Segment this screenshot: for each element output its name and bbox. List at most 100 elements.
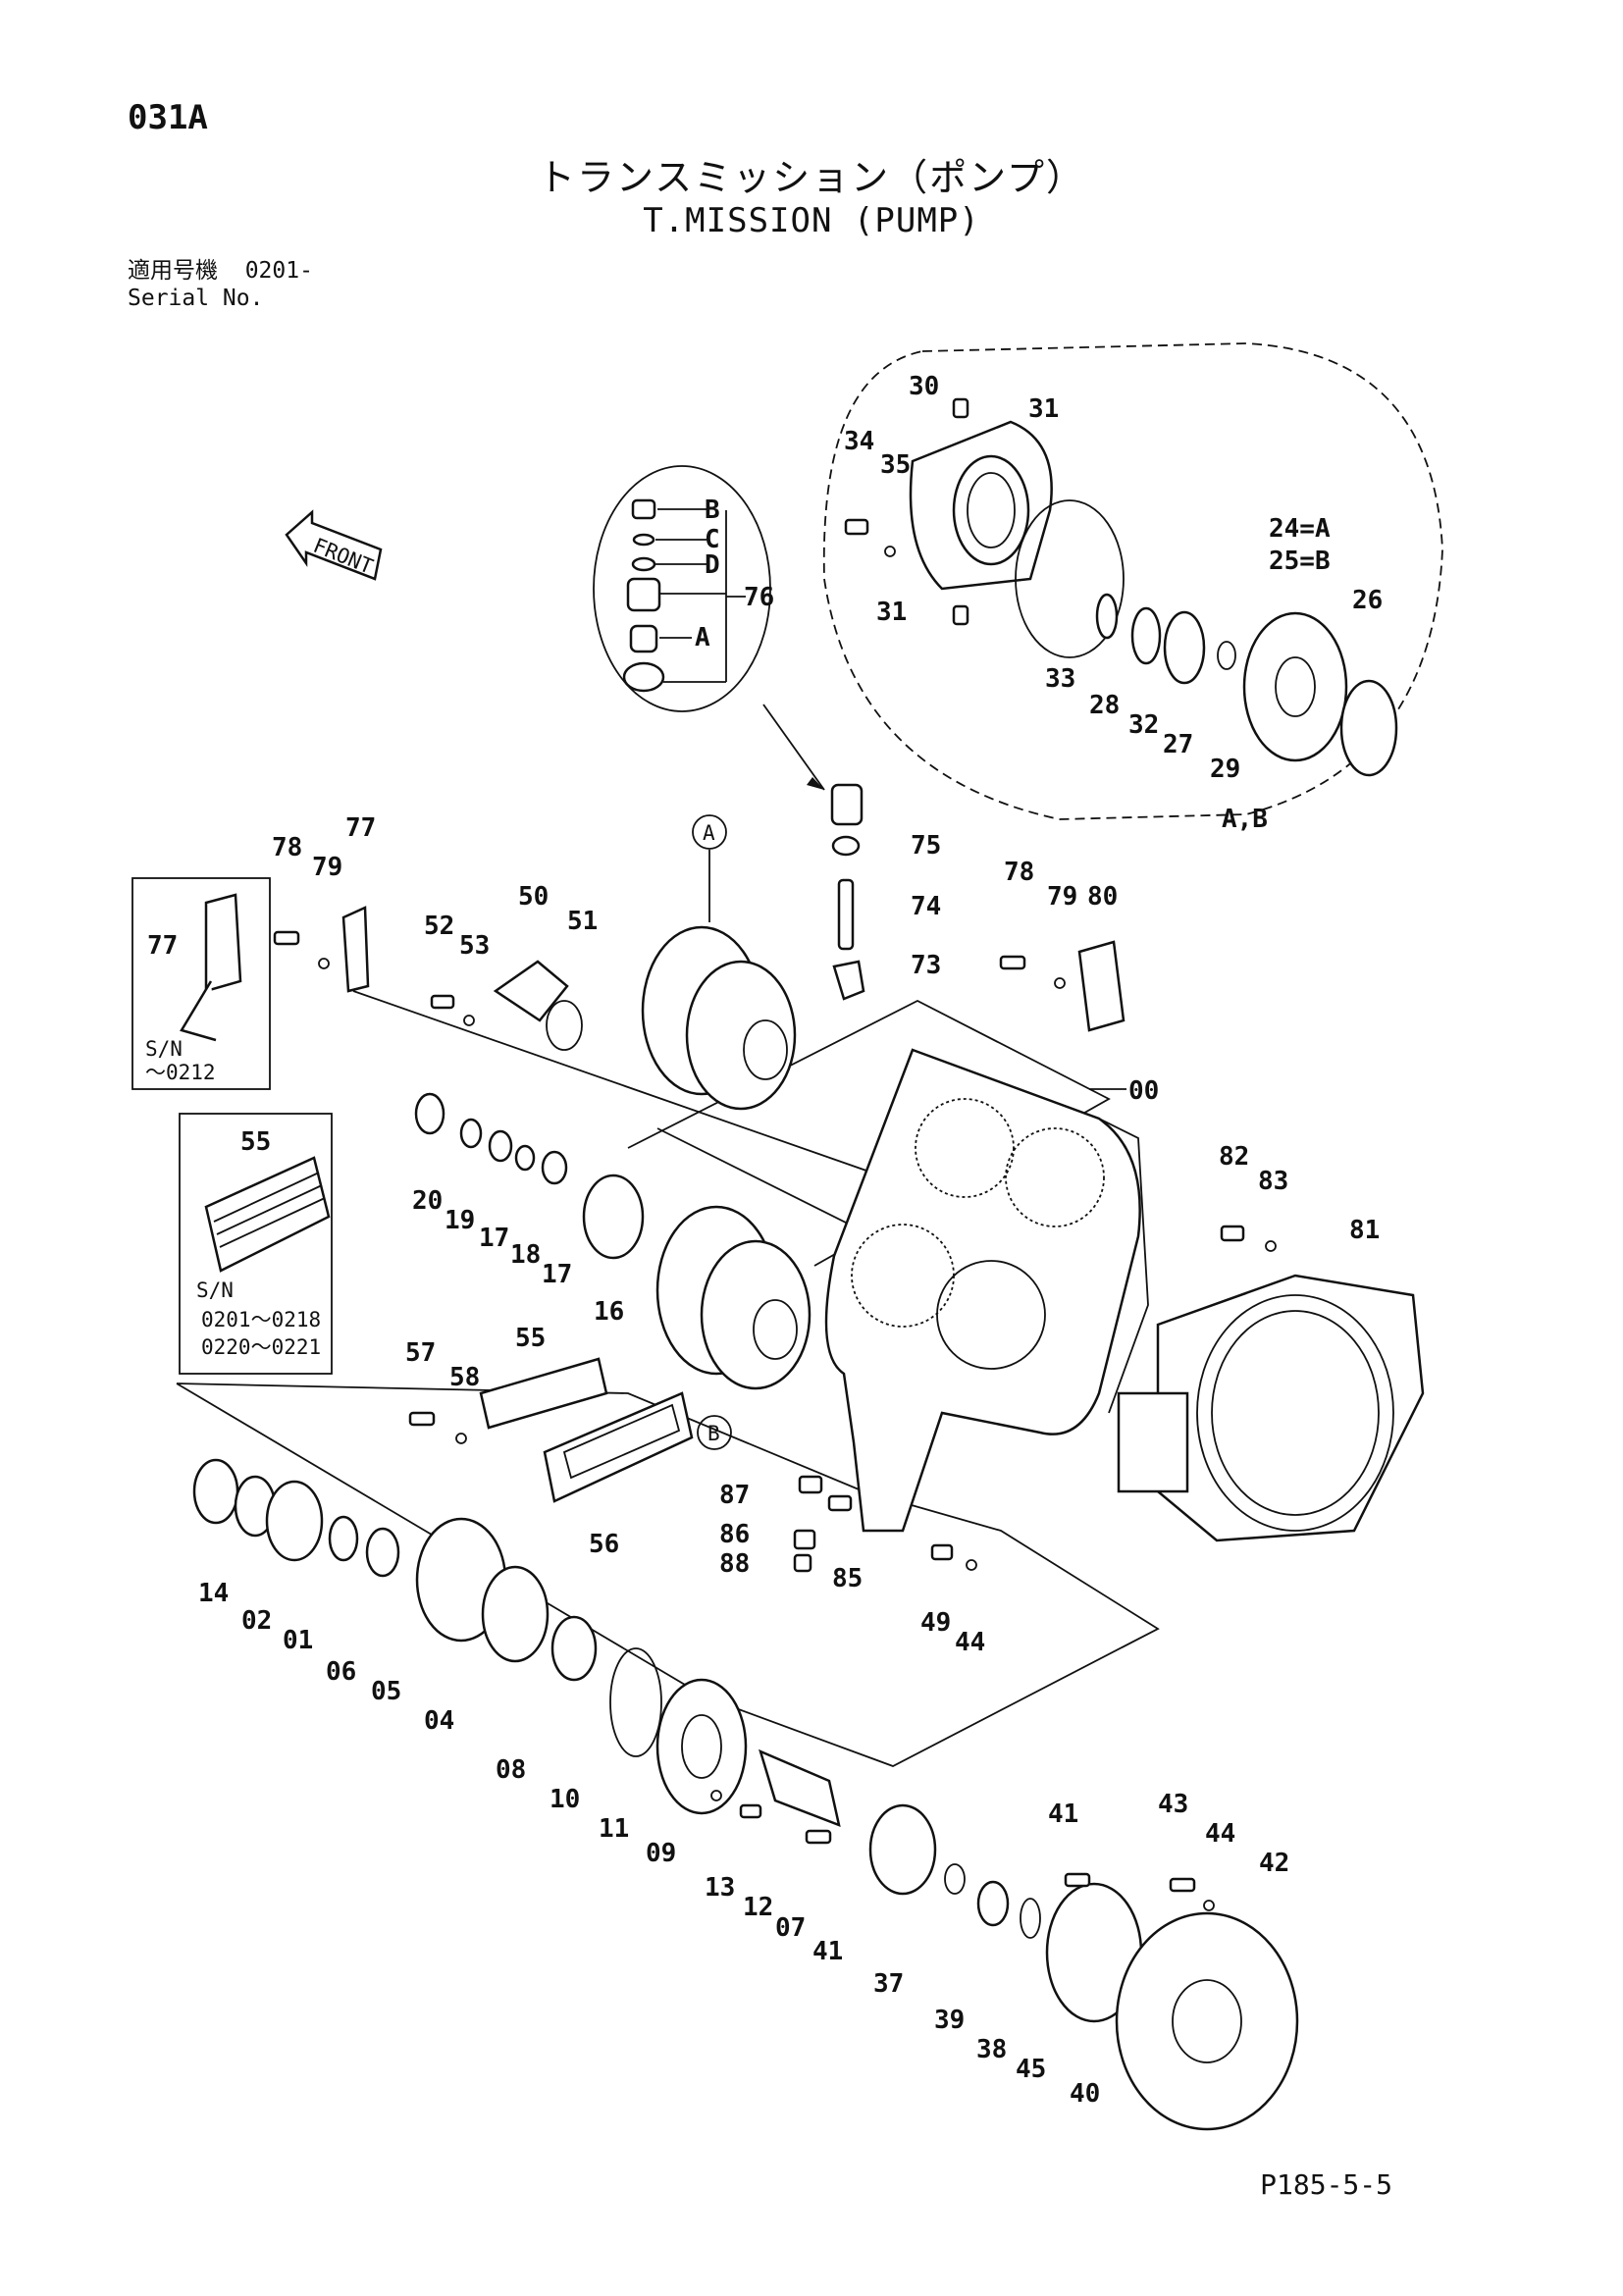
pump-detail-ellipse — [822, 342, 1443, 820]
leader-arrowhead-icon — [807, 777, 824, 790]
bolt-detail-leader — [762, 704, 825, 791]
part-labels: 00 01 02 04 05 06 07 08 09 10 11 12 13 1… — [147, 372, 1383, 2109]
part-label-12: 12 — [743, 1893, 773, 1922]
part-label-51: 51 — [567, 907, 598, 936]
inset-sn-label-1: S/N — [145, 1037, 183, 1061]
callout-24-equals-A: 24=A — [1269, 514, 1331, 544]
cooler-plate — [408, 1357, 694, 1503]
callout-A-B: A,B — [1222, 805, 1268, 834]
title-english: T.MISSION (PUMP) — [643, 201, 980, 240]
part-label-78b: 78 — [1004, 858, 1034, 887]
serial-label-jp: 適用号機 — [128, 258, 218, 284]
part-label-57: 57 — [405, 1338, 436, 1368]
callout-labels: B C D A 24=A 25=B A,B — [695, 496, 1331, 834]
page-code: 031A — [128, 98, 208, 137]
part-label-81: 81 — [1349, 1216, 1380, 1245]
callout-B: B — [707, 1422, 720, 1445]
inset-bracket-variant — [131, 877, 271, 1090]
inset-sn-range-2a: 0201～0218 — [201, 1308, 321, 1331]
serial-label-en: Serial No. — [128, 286, 264, 311]
part-label-00: 00 — [1128, 1076, 1159, 1106]
part-label-39: 39 — [934, 2006, 965, 2035]
part-label-13: 13 — [705, 1873, 735, 1903]
part-label-38: 38 — [976, 2035, 1007, 2064]
title-japanese: トランスミッション（ポンプ） — [537, 156, 1086, 199]
part-label-16: 16 — [594, 1297, 624, 1327]
pump-A — [641, 925, 797, 1111]
part-label-44a: 44 — [1205, 1819, 1235, 1849]
part-label-45: 45 — [1016, 2055, 1046, 2084]
output-shaft-stack — [192, 1458, 748, 1815]
part-label-41b: 41 — [812, 1937, 843, 1966]
part-label-77b: 77 — [147, 931, 178, 961]
part-label-55a: 55 — [240, 1127, 271, 1157]
front-arrow-icon: FRONT — [285, 509, 383, 581]
part-label-73: 73 — [911, 951, 941, 980]
pump-cover-group — [430, 960, 583, 1051]
serial-value: 0201- — [244, 258, 313, 284]
inset-sn-label-2: S/N — [196, 1278, 234, 1302]
inset-sn-range-1: ～0212 — [145, 1061, 216, 1084]
inset-cooler-variant — [179, 1113, 333, 1375]
serial-info: 適用号機 0201- Serial No. — [128, 257, 313, 312]
part-label-79a: 79 — [312, 853, 342, 882]
fitting-stack — [830, 783, 865, 1001]
bolt-callout-D: D — [705, 550, 720, 580]
part-label-78a: 78 — [272, 833, 302, 862]
part-label-75: 75 — [911, 831, 941, 861]
part-label-79b: 79 — [1047, 882, 1077, 912]
part-label-19: 19 — [445, 1206, 475, 1235]
bracket-77 — [273, 906, 370, 993]
part-label-07: 07 — [775, 1913, 806, 1943]
part-label-76: 76 — [744, 583, 774, 612]
part-label-40: 40 — [1070, 2079, 1100, 2109]
callout-A-circle — [692, 814, 727, 850]
page-reference: P185-5-5 — [1260, 2168, 1392, 2201]
part-label-04: 04 — [424, 1706, 454, 1736]
bolt-inset-parts — [622, 498, 746, 693]
part-label-44b: 44 — [955, 1628, 985, 1657]
part-label-49: 49 — [920, 1608, 951, 1638]
part-label-34: 34 — [844, 427, 874, 456]
part-label-31a: 31 — [1028, 394, 1059, 424]
part-label-01: 01 — [283, 1626, 313, 1655]
part-label-28: 28 — [1089, 691, 1120, 720]
part-label-30: 30 — [909, 372, 939, 401]
part-label-37: 37 — [873, 1969, 904, 1999]
part-label-82: 82 — [1219, 1142, 1249, 1172]
part-label-43: 43 — [1158, 1790, 1188, 1819]
callout-B-circle — [697, 1415, 732, 1450]
part-label-11: 11 — [599, 1814, 629, 1844]
part-label-53: 53 — [459, 931, 490, 961]
bolt-detail-oval — [593, 465, 771, 712]
part-label-41a: 41 — [1048, 1800, 1078, 1829]
part-label-33: 33 — [1045, 664, 1075, 694]
part-label-06: 06 — [326, 1657, 356, 1687]
part-label-42: 42 — [1259, 1849, 1289, 1878]
part-label-85: 85 — [832, 1564, 863, 1593]
part-label-09: 09 — [646, 1839, 676, 1868]
pump-detail-parts — [844, 397, 1398, 777]
part-label-88: 88 — [719, 1549, 750, 1579]
part-label-17b: 17 — [542, 1260, 572, 1289]
part-label-26: 26 — [1352, 586, 1383, 615]
part-label-87: 87 — [719, 1481, 750, 1510]
flywheel-housing — [1117, 1274, 1425, 1542]
part-label-86: 86 — [719, 1520, 750, 1549]
part-label-14: 14 — [198, 1579, 229, 1608]
part-label-55b: 55 — [515, 1324, 546, 1353]
part-label-56: 56 — [589, 1530, 619, 1559]
small-gear-row — [414, 1092, 645, 1260]
coupling-group — [710, 1748, 1299, 2131]
part-label-32: 32 — [1128, 710, 1159, 740]
part-label-17a: 17 — [479, 1224, 509, 1253]
bolt-callout-B: B — [705, 496, 720, 525]
part-label-52: 52 — [424, 912, 454, 941]
part-label-83: 83 — [1258, 1167, 1288, 1196]
callout-25-equals-B: 25=B — [1269, 547, 1331, 576]
pump-B — [655, 1205, 812, 1390]
part-label-05: 05 — [371, 1677, 401, 1706]
part-label-77a: 77 — [345, 813, 376, 843]
part-label-08: 08 — [496, 1755, 526, 1785]
